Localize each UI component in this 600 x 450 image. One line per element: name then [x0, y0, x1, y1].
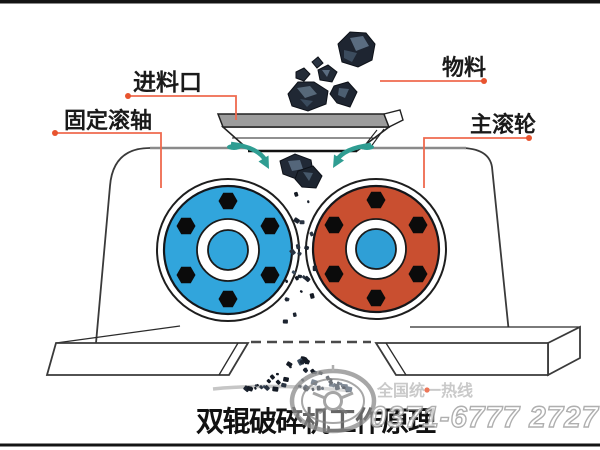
particle — [269, 374, 275, 380]
particle — [246, 385, 253, 391]
bottom-border — [0, 443, 600, 447]
section-cut-line — [218, 342, 239, 376]
callout-line-fixed-roller — [55, 132, 162, 188]
callout-line-main-roller — [423, 137, 529, 188]
particle — [289, 248, 296, 256]
particle — [297, 251, 302, 256]
arrow-right-head — [333, 154, 344, 168]
particle — [293, 217, 300, 224]
label-material: 物料 — [442, 55, 486, 80]
particle — [302, 367, 309, 373]
crushed-particle-stream — [282, 191, 318, 324]
arrow-left-head — [258, 155, 269, 169]
particle — [321, 386, 324, 390]
particle — [297, 274, 303, 279]
feed-arrows — [227, 141, 374, 169]
callouts — [52, 78, 532, 188]
particle — [304, 245, 310, 250]
particle — [295, 243, 301, 250]
callout-dot-main-roller — [526, 135, 532, 141]
particle — [284, 297, 288, 302]
particle — [312, 265, 318, 272]
particle — [281, 382, 287, 388]
base-right-slab — [374, 325, 581, 377]
pile-shadow — [212, 384, 353, 393]
watermark-logo — [289, 365, 377, 434]
particle — [285, 279, 289, 283]
roller-right-hub — [355, 228, 397, 270]
particle — [291, 270, 296, 275]
particle — [286, 361, 293, 368]
roller-left — [156, 178, 300, 322]
label-fixed-roller: 固定滚轴 — [64, 108, 152, 133]
feed-hopper — [216, 109, 404, 153]
particle — [275, 372, 279, 376]
label-main-roller: 主滚轮 — [470, 112, 536, 137]
particle — [299, 290, 303, 293]
particle — [345, 386, 353, 393]
particle — [259, 385, 264, 390]
particle — [311, 387, 315, 392]
roller-right — [305, 178, 447, 320]
section-cut-line — [385, 342, 407, 376]
particle — [283, 376, 289, 383]
particle — [292, 312, 297, 317]
callout-dot-material — [481, 78, 487, 84]
particle — [338, 382, 343, 386]
particle — [309, 231, 314, 237]
callout-dot-fixed-roller — [52, 130, 58, 136]
particle — [299, 359, 305, 365]
callout-dot-feed-inlet — [125, 93, 131, 99]
particle — [307, 200, 310, 204]
top-border — [0, 0, 600, 4]
crushed-material-pile — [243, 356, 353, 393]
particle — [254, 386, 257, 390]
particle — [304, 275, 311, 283]
hopper-end-facet — [383, 109, 404, 128]
material-rocks — [287, 31, 376, 112]
particle — [266, 378, 272, 384]
watermark-phone: 0371-6777 2727 — [370, 401, 599, 434]
particle — [254, 384, 258, 387]
callout-line-feed-inlet — [128, 95, 237, 120]
particle — [275, 379, 281, 385]
particle — [316, 385, 321, 391]
watermark: 全国统一热线 0371-6777 2727 — [289, 365, 599, 435]
roller-left-hub — [207, 229, 249, 271]
particle — [293, 191, 299, 197]
particle — [309, 293, 315, 299]
particle — [282, 319, 288, 324]
particle — [272, 386, 279, 392]
hopper-top-bar — [216, 113, 391, 128]
particle — [328, 379, 334, 385]
label-feed-inlet: 进料口 — [133, 69, 202, 95]
diagram-title: 双辊破碎机工作原理 — [196, 405, 436, 437]
particle — [342, 386, 346, 390]
base-left-slab — [45, 325, 250, 376]
watermark-dot — [424, 387, 430, 393]
particle — [264, 385, 270, 391]
rocks-at-nip — [279, 153, 323, 189]
particle — [334, 383, 341, 391]
particle — [299, 220, 305, 225]
